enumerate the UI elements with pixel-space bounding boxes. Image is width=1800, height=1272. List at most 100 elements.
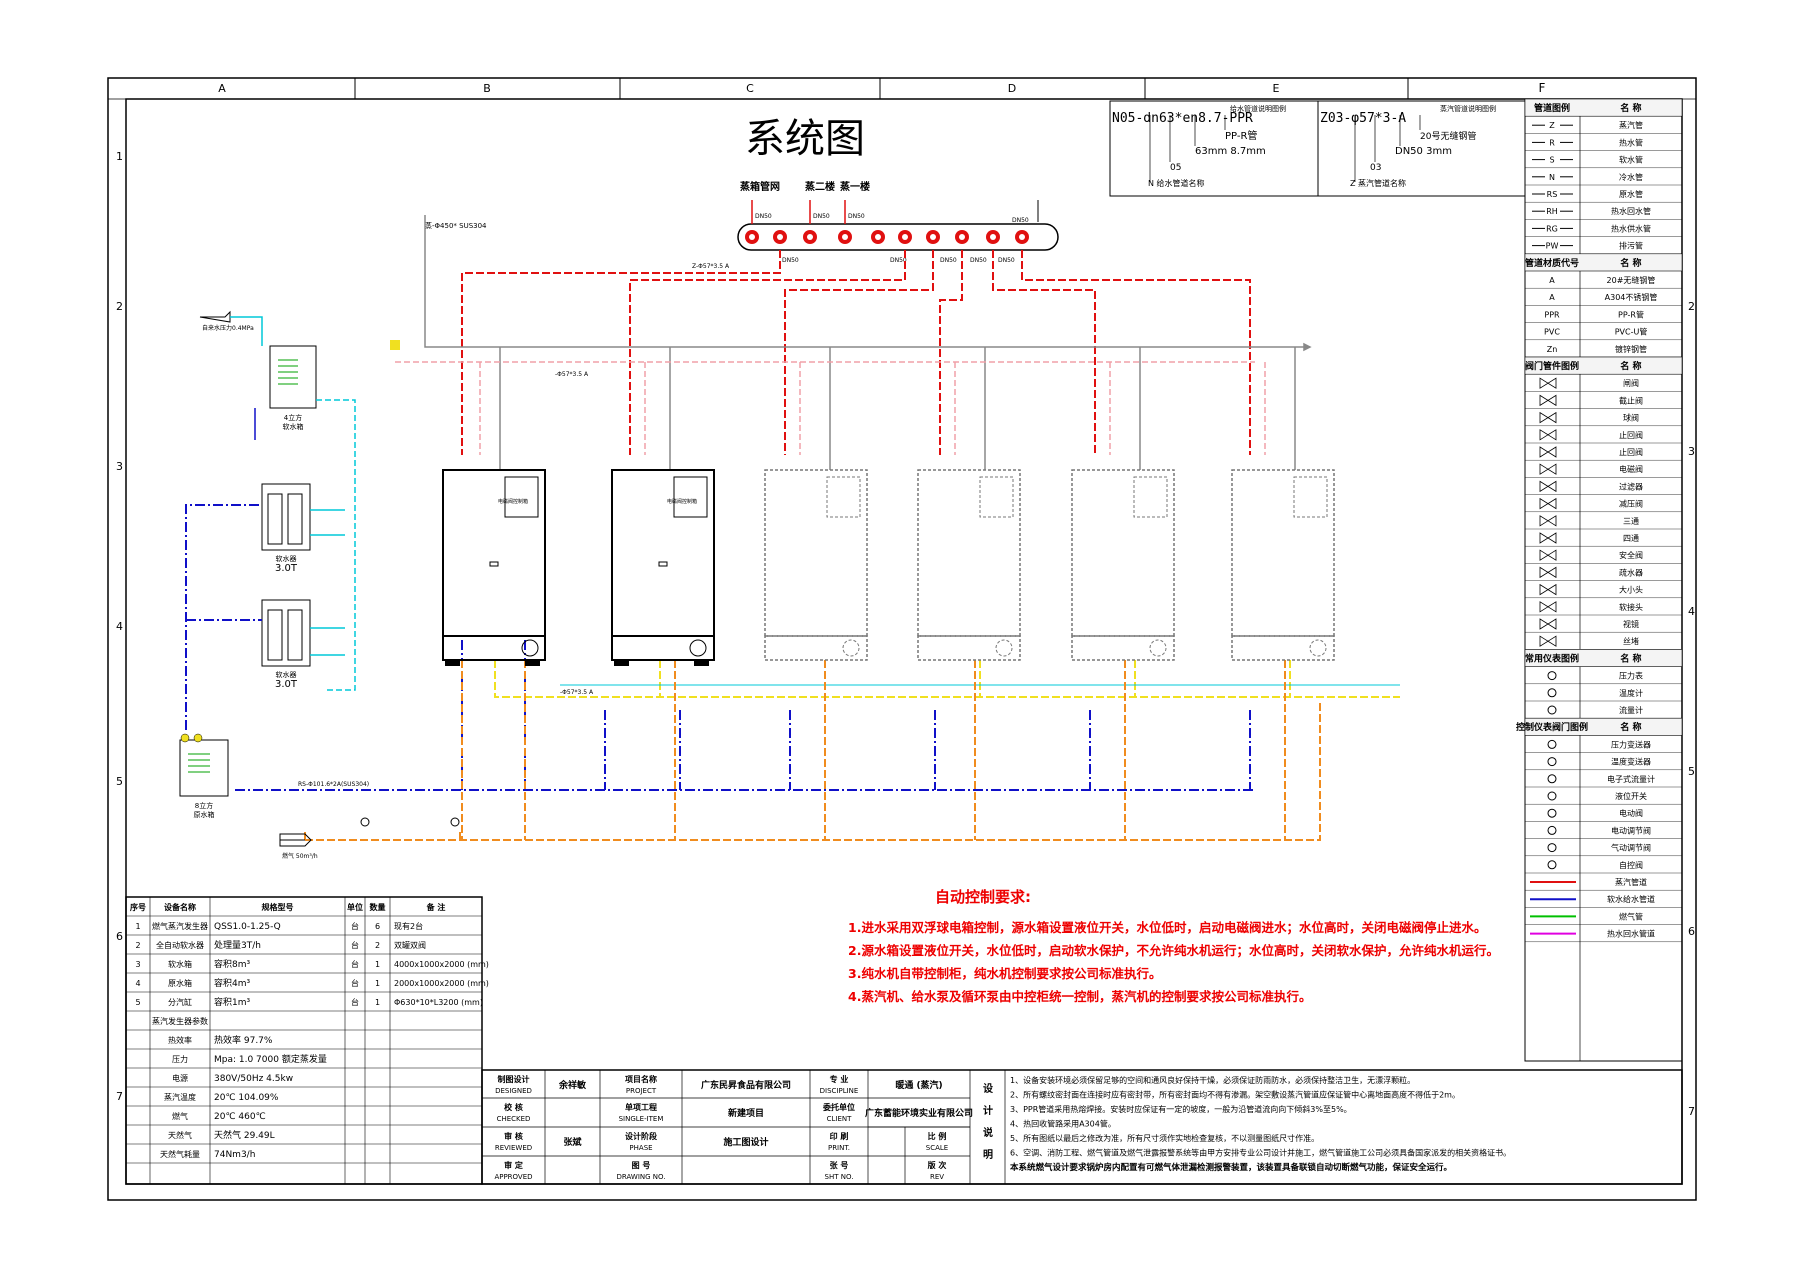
drain-lines <box>304 660 1321 841</box>
tap-water-label: 自来水压力0.4MPa <box>202 324 254 332</box>
spec-left-num: 05 <box>1170 163 1181 173</box>
auto-control: 自动控制要求: 1.进水采用双浮球电箱控制，源水箱设置液位开关，水位低时，启动电… <box>848 888 1499 1004</box>
vent-lines <box>424 215 1312 470</box>
equip-cell-2-3: 台 <box>351 959 359 969</box>
legend-inst-1-icon <box>1547 688 1557 698</box>
boiler-4 <box>917 469 1021 661</box>
legend-valve-11-name: 疏水器 <box>1619 567 1643 577</box>
equip-cell-2-1: 软水箱 <box>168 959 192 969</box>
legend-ctrl-7-name: 自控阀 <box>1619 860 1643 870</box>
auto-control-4: 4.蒸汽机、给水泵及循环泵由中控柜统一控制，蒸汽机的控制要求按公司标准执行。 <box>848 989 1311 1004</box>
tb-0-2-value: 暖通 (蒸汽) <box>895 1079 942 1091</box>
legend-inst-0-icon <box>1547 671 1557 681</box>
legend-mat-0-code: A <box>1549 276 1555 285</box>
legend-valve-8-name: 三通 <box>1623 516 1639 526</box>
grid-row-3: 3 <box>116 460 123 473</box>
legend-line-3-name: 热水回水管道 <box>1607 929 1655 939</box>
grid-row-1: 1 <box>116 150 123 163</box>
equip-cell-1-1: 全自动软水器 <box>156 940 204 950</box>
equip-param-6-value: 74Nm3/h <box>214 1150 255 1160</box>
auto-control-1: 1.进水采用双浮球电箱控制，源水箱设置液位开关，水位低时，启动电磁阀进水；水位高… <box>848 920 1486 935</box>
raw-water-lines <box>185 504 1255 791</box>
grid-row-2r: 2 <box>1688 300 1695 313</box>
legend-ctrl-6-icon <box>1547 843 1557 853</box>
grid-col-f: F <box>1539 81 1546 95</box>
legend-valve-14-name: 视镜 <box>1623 619 1639 629</box>
legend-pipe-5-code: RH <box>1546 207 1558 216</box>
legend-pipe-1-name: 热水管 <box>1619 137 1643 147</box>
spec-right-size: DN50 3mm <box>1395 146 1452 157</box>
grid-row-6r: 6 <box>1688 925 1695 938</box>
spec-right-code: Z03-φ57*3-A <box>1320 111 1406 126</box>
header-top-label-2: 蒸二楼 <box>805 180 835 193</box>
boiler-1-panel-label: 电磁阀控制箱 <box>498 498 528 505</box>
dn-label-6: DN50 <box>890 257 907 264</box>
header-spec-box: N05-dn63*en8.7-PPR 给水管道说明图例 PP-R管 63mm 8… <box>1109 100 1526 197</box>
equip-cell-4-4: 1 <box>375 998 380 1007</box>
legend-valve-14-icon <box>1539 618 1557 630</box>
equip-cell-0-0: 1 <box>135 922 140 931</box>
equip-param-2-label: 电源 <box>172 1073 188 1083</box>
legend-pipe-7-name: 排污管 <box>1619 241 1643 251</box>
legend-pipe-header-left: 管道图例 <box>1534 102 1570 114</box>
tb-1-0-en: CHECKED <box>497 1115 531 1123</box>
legend-ctrl-1-name: 温度变送器 <box>1611 757 1651 767</box>
legend-valve-5-name: 电磁阀 <box>1619 464 1643 474</box>
grid-col-a: A <box>218 82 226 95</box>
dn-label-3: DN50 <box>848 213 865 220</box>
auto-control-2: 2.源水箱设置液位开关，水位低时，启动软水保护，不允许纯水机运行；水位高时，关闭… <box>848 943 1499 958</box>
legend-ctrl-1-icon <box>1547 757 1557 767</box>
condensate-label: -Φ57*3.5 A <box>555 371 589 378</box>
legend-valve-4-icon <box>1539 446 1557 458</box>
legend-valve-12-name: 大小头 <box>1619 585 1643 595</box>
legend-valve-header-left: 阀门管件图例 <box>1525 360 1579 372</box>
legend-inst-2-icon <box>1547 705 1557 715</box>
legend-pipe-0-name: 蒸汽管 <box>1619 120 1643 130</box>
legend-valve-8-icon <box>1539 515 1557 527</box>
legend-mat-2-name: PP-R管 <box>1618 309 1644 319</box>
tb-0-2-label: 专 业 <box>830 1074 849 1084</box>
grid-col-b: B <box>483 82 491 95</box>
equip-param-4-value: 20℃ 460℃ <box>214 1112 266 1122</box>
tb-2-0-label: 审 核 <box>504 1131 523 1141</box>
legend-mat-4-name: 镀锌钢管 <box>1615 344 1647 354</box>
legend-valve-13-name: 软接头 <box>1619 602 1643 612</box>
equip-param-2-value: 380V/50Hz 4.5kw <box>214 1074 293 1084</box>
tb-2-2-en: PRINT. <box>828 1144 850 1152</box>
tb-notes-label-2: 说 <box>983 1126 993 1139</box>
spec-right-name: Z 蒸汽管道名称 <box>1350 178 1406 188</box>
legend-valve-3-icon <box>1539 429 1557 441</box>
legend-mat-header-left: 管道材质代号 <box>1525 257 1579 269</box>
equip-cell-0-1: 燃气蒸汽发生器 <box>152 921 208 931</box>
equip-cell-2-5: 4000x1000x2000 (mm) <box>394 960 489 969</box>
grid-row-4: 4 <box>116 620 123 633</box>
legend-mat-4-code: Zn <box>1547 345 1558 354</box>
boiler-3 <box>764 469 868 661</box>
grid-row-2: 2 <box>116 300 123 313</box>
equip-cell-0-5: 现有2台 <box>394 921 423 931</box>
legend-pipe-4-name: 原水管 <box>1619 189 1643 199</box>
legend-mat-3-code: PVC <box>1544 328 1560 337</box>
legend-pipe-2-name: 软水管 <box>1619 155 1643 165</box>
legend-pipe-4-code: RS <box>1547 190 1558 199</box>
legend-valve-0-icon <box>1539 377 1557 389</box>
grid-row-6: 6 <box>116 930 123 943</box>
tb-3-1-label: 图 号 <box>632 1161 651 1170</box>
tb-note-1: 2、所有螺纹密封面在连接时应有密封带，所有密封面均不得有渗漏。架空敷设蒸汽管道应… <box>1010 1090 1460 1100</box>
legend-valve-5-icon <box>1539 463 1557 475</box>
tb-2-2-label: 印 刷 <box>830 1131 849 1141</box>
tb-note-6: 本系统燃气设计要求锅炉房内配置有可燃气体泄漏检测报警装置，该装置具备联锁自动切断… <box>1010 1162 1452 1173</box>
steam-lines <box>461 250 1251 455</box>
legend-inst-2-name: 流量计 <box>1619 705 1643 715</box>
tb-note-4: 5、所有图纸以最后之修改为准，所有尺寸须作实地检查复核，不以测量图纸尺寸作准。 <box>1010 1133 1319 1143</box>
tb-0-0-label: 制图设计 <box>498 1074 530 1084</box>
legend-valve-header <box>1524 356 1683 375</box>
equip-cell-2-4: 1 <box>375 960 380 969</box>
boiler-5 <box>1071 469 1175 661</box>
spec-left-side: 给水管道说明图例 <box>1230 104 1286 113</box>
legend-pipe-0-code: Z <box>1549 121 1555 130</box>
grid-rows: 1 2 3 4 5 6 7 2 3 4 5 6 7 <box>116 150 1695 1118</box>
spec-left-size: 63mm 8.7mm <box>1195 146 1266 157</box>
